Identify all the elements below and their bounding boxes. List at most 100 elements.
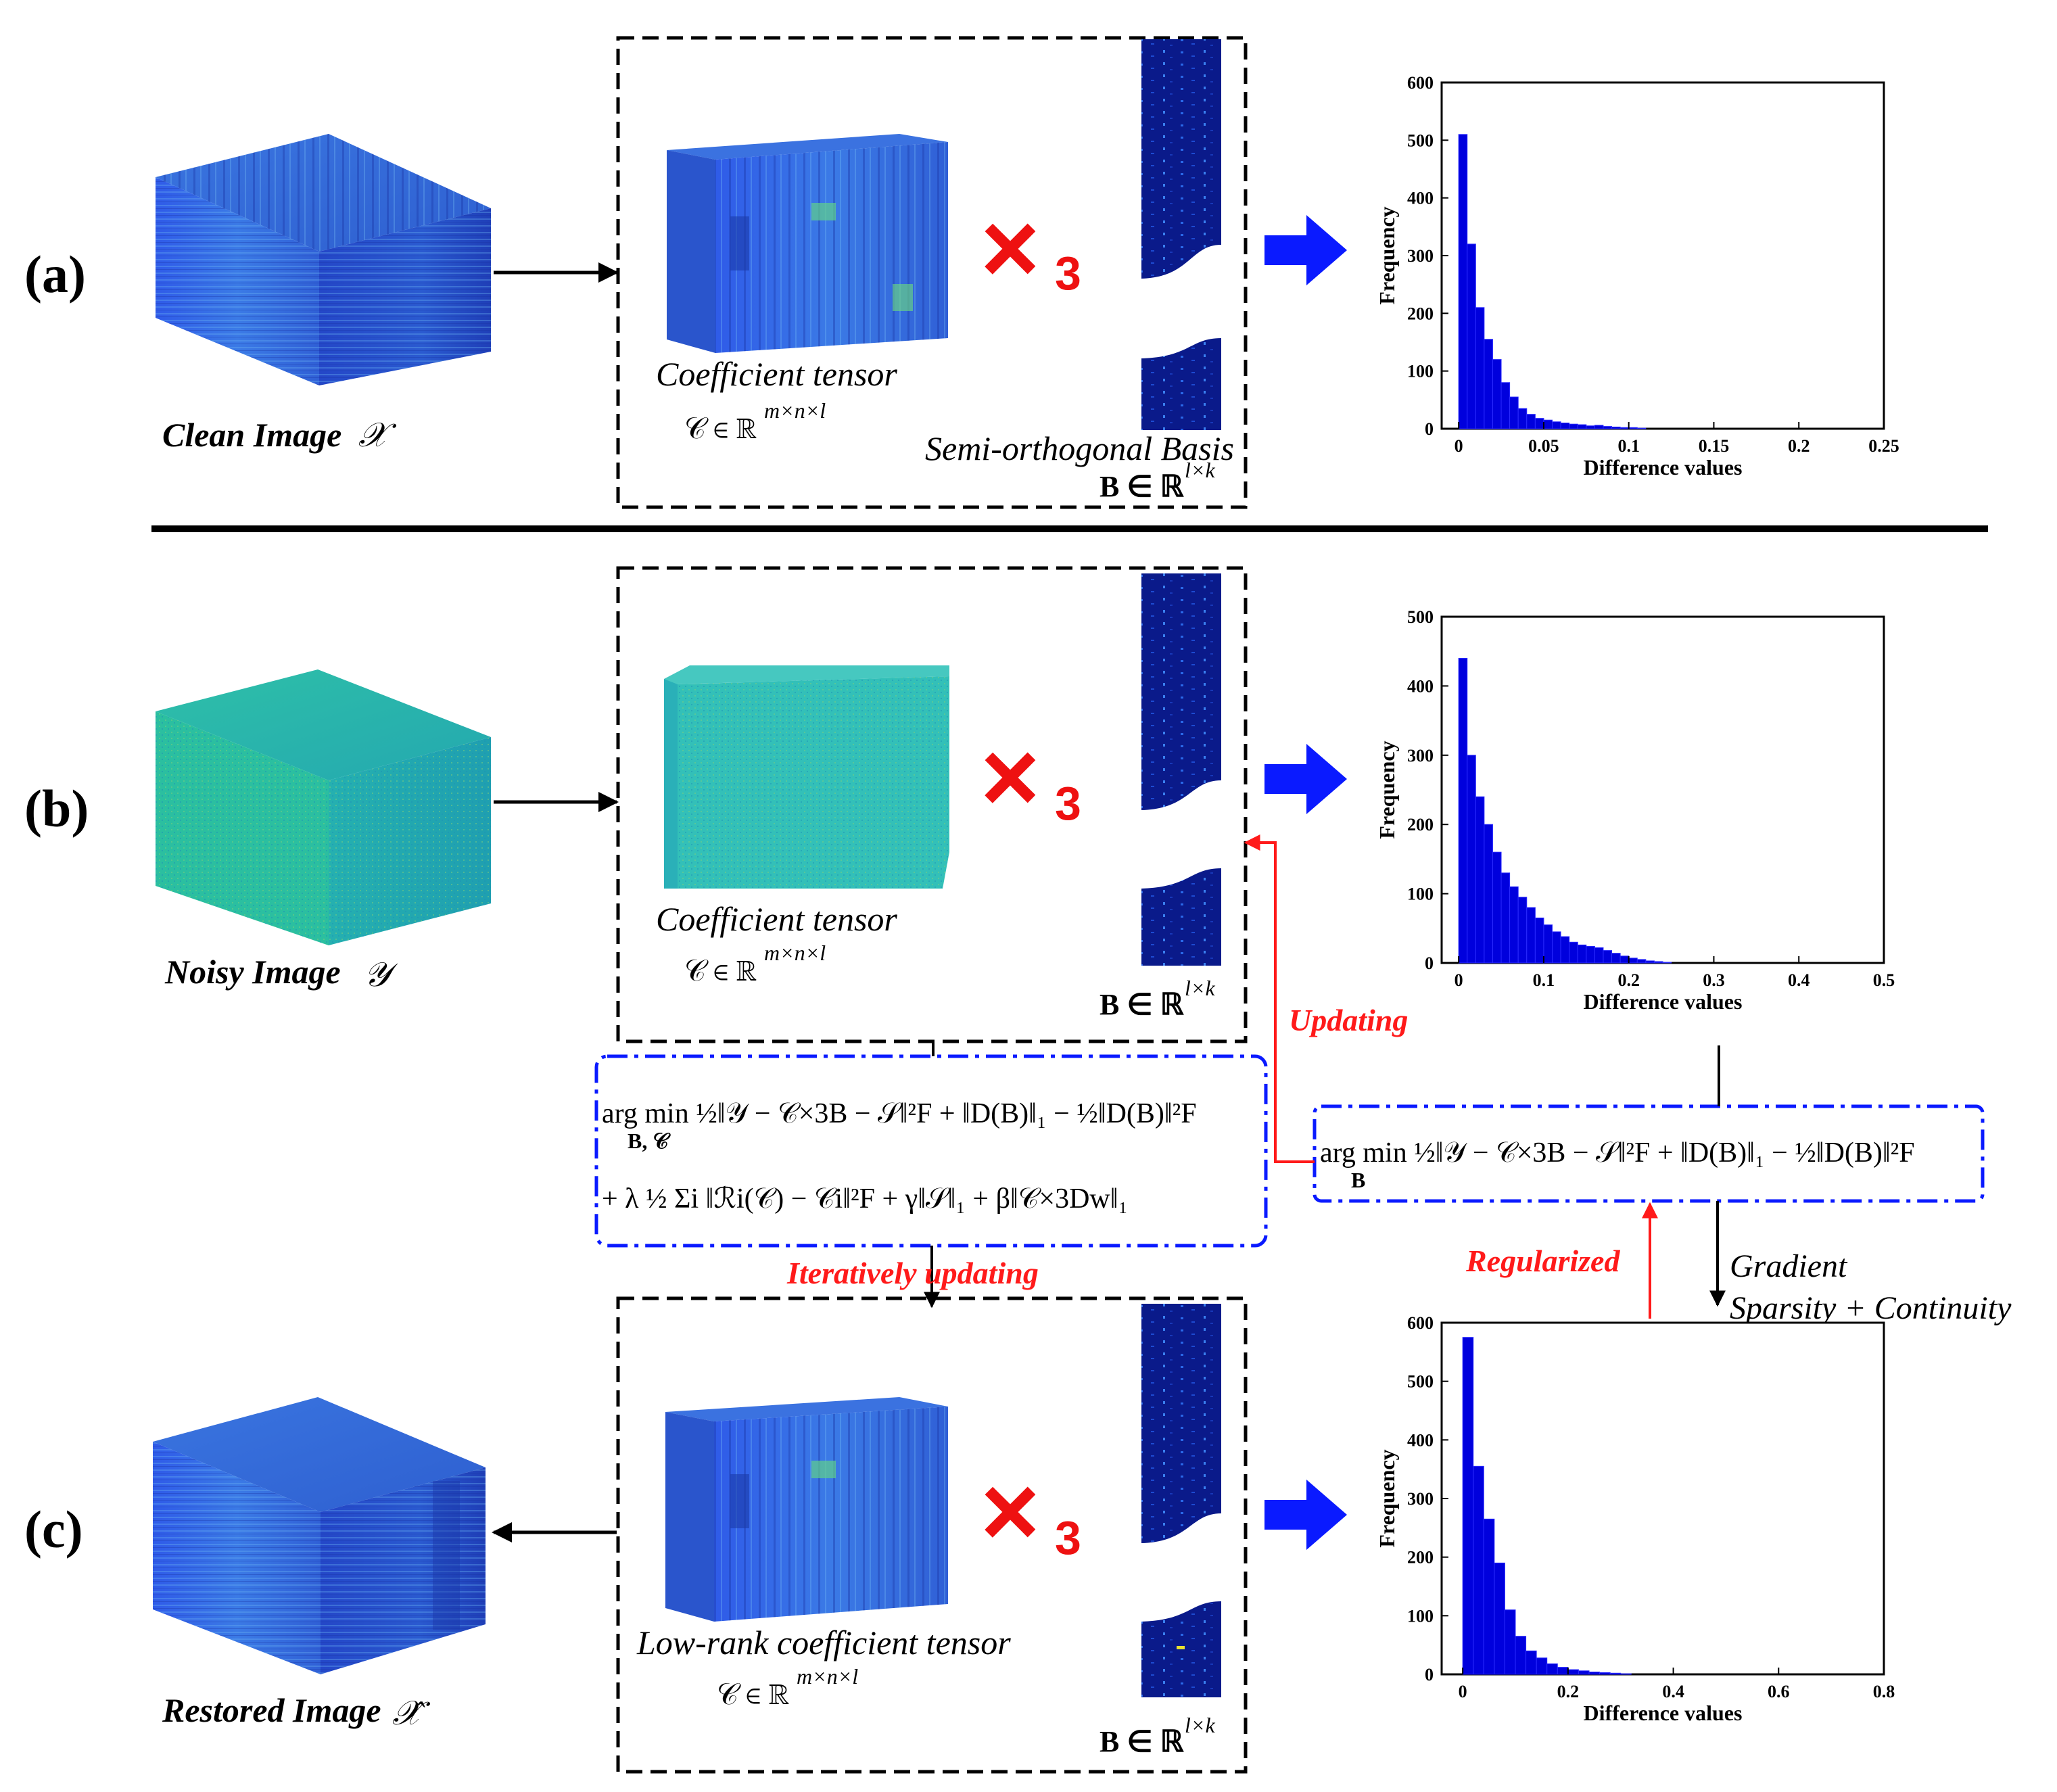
panel-label-c: (c) <box>24 1500 83 1559</box>
y-tick-label: 400 <box>1407 189 1434 208</box>
histogram-bar <box>1578 1670 1590 1675</box>
y-axis-label: Frequency <box>1375 1449 1399 1547</box>
basis-matrix-b <box>1141 573 1221 966</box>
histogram-bar <box>1619 956 1630 964</box>
y-tick-label: 200 <box>1407 1548 1434 1567</box>
histogram-bar <box>1515 1636 1527 1675</box>
histogram-bar <box>1534 418 1544 429</box>
coefficient-tensor-a <box>667 134 948 353</box>
low-rank-tensor-c <box>665 1397 948 1622</box>
basis-caption-a: Semi-orthogonal Basis <box>925 429 1234 467</box>
histogram-bar <box>1552 421 1561 429</box>
y-tick-label: 600 <box>1407 1313 1434 1333</box>
histogram-bar <box>1504 1609 1516 1675</box>
basis-sup-a: l×k <box>1185 458 1215 482</box>
x-tick-label: 0 <box>1459 1682 1467 1701</box>
clean-image-symbol: 𝒳 <box>358 416 397 454</box>
histogram-bar <box>1653 961 1663 964</box>
iteratively-updating-label: Iteratively updating <box>786 1256 1039 1290</box>
histogram-bar <box>1662 962 1672 964</box>
updating-label: Updating <box>1289 1003 1408 1037</box>
x-tick-label: 0.2 <box>1617 970 1640 990</box>
joint-objective-sub: B, 𝒞 <box>628 1129 671 1153</box>
histogram-bar <box>1543 924 1553 964</box>
basis-matrix-c <box>1141 1304 1221 1697</box>
x-tick-label: 0.1 <box>1617 436 1640 456</box>
histogram-bar <box>1509 886 1519 964</box>
coef-caption-b: Coefficient tensor <box>656 900 897 938</box>
y-tick-label: 600 <box>1407 73 1434 93</box>
noisy-image-cube <box>156 669 491 945</box>
coef-sup-c: m×n×l <box>797 1664 858 1689</box>
histogram-bar <box>1526 1650 1537 1675</box>
histogram-bar <box>1517 897 1528 964</box>
x-tick-label: 0.2 <box>1557 1682 1580 1701</box>
x-tick-label: 0.2 <box>1788 436 1810 456</box>
histogram-bar <box>1577 944 1587 964</box>
mode3-subscript-a: 3 <box>1055 247 1081 300</box>
basis-objective-sub: B <box>1351 1168 1365 1192</box>
coefficient-tensor-b <box>664 665 949 889</box>
coef-caption-a: Coefficient tensor <box>656 355 897 393</box>
noisy-image-symbol: 𝒴 <box>364 956 398 993</box>
histogram-bar <box>1467 755 1476 964</box>
noisy-image-caption: Noisy Image <box>164 953 341 991</box>
x-tick-label: 0.3 <box>1703 970 1725 990</box>
restored-image-caption: Restored Image <box>162 1691 381 1729</box>
histogram-bar <box>1475 796 1485 964</box>
histogram-bar <box>1594 947 1604 964</box>
histogram-bar <box>1577 424 1587 429</box>
restored-image-cube <box>153 1397 486 1674</box>
basis-math-b: B ∈ ℝ <box>1100 988 1185 1021</box>
histogram-bar <box>1492 851 1502 964</box>
decomposition-box-a <box>616 36 1248 509</box>
blue-arrow-a <box>1264 215 1347 285</box>
coef-sup-a: m×n×l <box>764 398 826 423</box>
histogram-bar <box>1526 414 1536 429</box>
y-tick-label: 500 <box>1407 607 1434 627</box>
histogram-bar <box>1569 423 1578 429</box>
histogram-bar <box>1557 1667 1569 1675</box>
histogram-bar <box>1560 936 1570 964</box>
histogram-bar <box>1500 872 1511 964</box>
histogram-bar <box>1586 425 1595 429</box>
y-tick-label: 300 <box>1407 746 1434 765</box>
regularized-label: Regularized <box>1465 1244 1620 1278</box>
panel-label-a: (a) <box>24 245 86 304</box>
y-tick-label: 300 <box>1407 1489 1434 1509</box>
x-axis-label: Difference values <box>1584 455 1743 479</box>
histogram-bar <box>1603 950 1613 964</box>
histogram-bar <box>1483 1518 1495 1675</box>
histogram-bar <box>1628 958 1638 964</box>
basis-sup-b: l×k <box>1185 976 1215 1000</box>
coef-math-b: 𝒞 ∈ ℝ <box>684 954 757 987</box>
coef-math-a: 𝒞 ∈ ℝ <box>684 412 757 445</box>
x-tick-label: 0 <box>1455 436 1463 456</box>
x-tick-label: 0.4 <box>1662 1682 1684 1701</box>
sparsity-continuity-label: Sparsity + Continuity <box>1730 1290 2012 1326</box>
histogram-bar <box>1569 941 1578 964</box>
histogram-bar <box>1611 953 1621 964</box>
histogram-bar <box>1599 1672 1611 1675</box>
basis-matrix-a <box>1141 39 1221 430</box>
histogram-bar <box>1594 425 1604 429</box>
y-tick-label: 0 <box>1425 1665 1434 1684</box>
blue-arrow-b <box>1264 744 1347 814</box>
histogram-bar <box>1603 426 1613 429</box>
histogram-bar <box>1543 419 1553 429</box>
histogram-bar <box>1636 959 1647 964</box>
joint-objective-box <box>594 1054 1268 1248</box>
basis-sup-c: l×k <box>1185 1713 1215 1737</box>
x-tick-label: 0.05 <box>1528 436 1559 456</box>
joint-objective-line2: + λ ½ Σi ‖ℛi(𝒞) − 𝒞i‖²F + γ‖𝒮‖₁ + β‖𝒞×3D… <box>602 1183 1128 1215</box>
mode3-product-b: × <box>980 720 1040 833</box>
coef-sup-b: m×n×l <box>764 941 826 965</box>
mode3-subscript-c: 3 <box>1055 1511 1081 1564</box>
histogram-bar <box>1619 427 1630 429</box>
x-tick-label: 0.15 <box>1699 436 1730 456</box>
coef-caption-c: Low-rank coefficient tensor <box>636 1624 1011 1661</box>
x-tick-label: 0.8 <box>1873 1682 1895 1701</box>
y-tick-label: 0 <box>1425 953 1434 973</box>
